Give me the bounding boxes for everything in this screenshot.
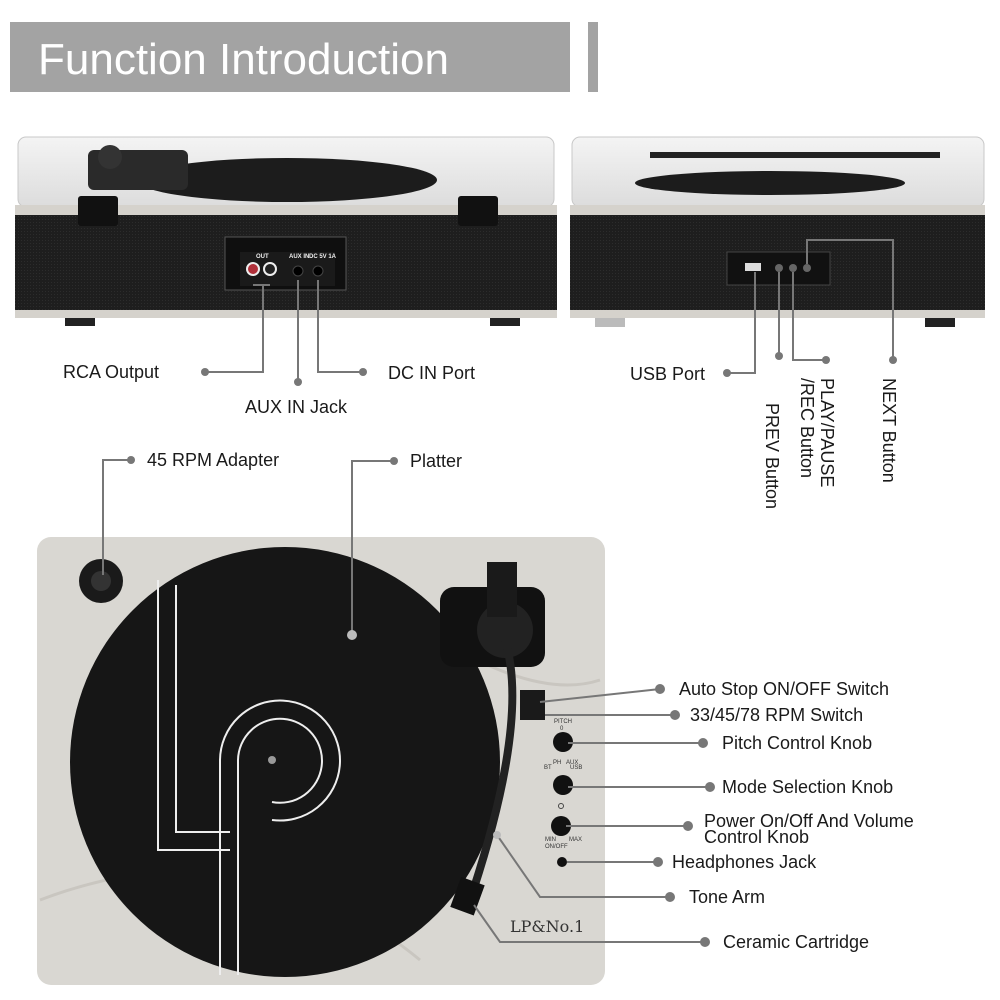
- play-pause-label-line1: PLAY/PAUSE: [817, 378, 837, 487]
- platter-label: Platter: [410, 451, 462, 471]
- headphones-jack: [557, 857, 567, 867]
- aux-in-jack-label: AUX IN Jack: [245, 397, 348, 417]
- dc-label: DC 5V 1A: [309, 254, 337, 260]
- dc-in-port-label: DC IN Port: [388, 363, 475, 383]
- out-label: OUT: [256, 254, 269, 260]
- power-label-line1: Power On/Off And Volume: [704, 811, 914, 831]
- min-label: MIN: [545, 837, 556, 843]
- pitch-knob[interactable]: [553, 732, 573, 752]
- rpm-switch-label: 33/45/78 RPM Switch: [690, 705, 863, 725]
- volume-knob[interactable]: [551, 816, 571, 836]
- front-view-turntable: OUT AUX IN DC 5V 1A: [15, 136, 557, 326]
- power-label-line2: Control Knob: [704, 827, 809, 847]
- brand-logo: LP&No.1: [510, 917, 584, 936]
- 45-rpm-adapter: [79, 559, 123, 603]
- bt-label: BT: [544, 765, 552, 771]
- pitch-label: PITCH: [554, 719, 572, 725]
- top-view-turntable: PITCH 0 BT PH AUX USB MIN MAX ON/OFF LP&…: [37, 537, 605, 985]
- side-view-turntable: [570, 136, 985, 327]
- platter: [70, 547, 500, 977]
- dc-jack: [312, 265, 324, 277]
- tone-arm-label: Tone Arm: [689, 887, 765, 907]
- onoff-label: ON/OFF: [545, 844, 568, 850]
- next-button: [803, 264, 811, 272]
- title-banner: Function Introduction: [10, 22, 598, 92]
- tone-arm: [440, 562, 545, 916]
- page-title: Function Introduction: [38, 35, 449, 84]
- usb-port-label: USB Port: [630, 364, 705, 384]
- usb-port: [745, 263, 761, 271]
- usb-button-panel: [726, 251, 831, 286]
- control-panel: PITCH 0 BT PH AUX USB MIN MAX ON/OFF: [544, 719, 582, 867]
- rca-left-jack: [246, 262, 260, 276]
- usb-label: USB: [570, 765, 582, 771]
- rear-io-panel: OUT AUX IN DC 5V 1A: [224, 236, 347, 291]
- headphones-label: Headphones Jack: [672, 852, 817, 872]
- pitch-zero-label: 0: [560, 726, 564, 732]
- prev-button: [775, 264, 783, 272]
- aux-jack: [292, 265, 304, 277]
- side-callouts: USB Port PREV Button PLAY/PAUSE /REC But…: [630, 239, 899, 509]
- cartridge-label: Ceramic Cartridge: [723, 932, 869, 952]
- front-callouts: RCA Output AUX IN Jack DC IN Port: [63, 280, 475, 417]
- play-pause-label-line2: /REC Button: [797, 378, 817, 478]
- rca-right-jack: [263, 262, 277, 276]
- next-button-label: NEXT Button: [879, 378, 899, 483]
- auto-stop-label: Auto Stop ON/OFF Switch: [679, 679, 889, 699]
- prev-button-label: PREV Button: [762, 403, 782, 509]
- mode-knob-label: Mode Selection Knob: [722, 777, 893, 797]
- aux-label: AUX: [566, 760, 578, 766]
- mode-knob[interactable]: [553, 775, 573, 795]
- ph-label: PH: [553, 760, 561, 766]
- play-pause-button: [789, 264, 797, 272]
- adapter-label: 45 RPM Adapter: [147, 450, 279, 470]
- max-label: MAX: [569, 837, 582, 843]
- top-callouts: 45 RPM Adapter Platter Auto Stop ON/OFF …: [102, 450, 914, 952]
- rca-output-label: RCA Output: [63, 362, 159, 382]
- aux-in-label: AUX IN: [289, 254, 309, 260]
- pitch-knob-label: Pitch Control Knob: [722, 733, 872, 753]
